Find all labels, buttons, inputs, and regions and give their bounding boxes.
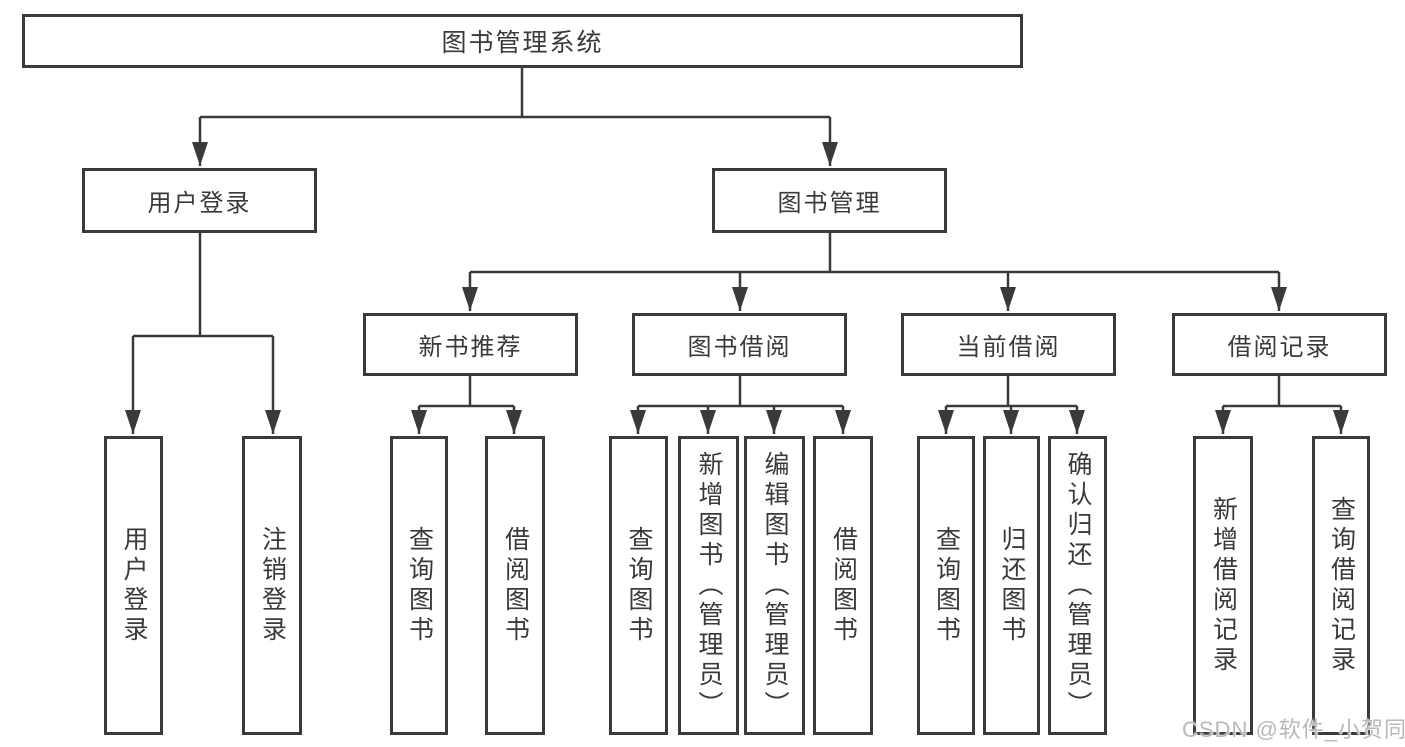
node-query-books-current: 查询图书 [917, 436, 975, 735]
node-library-management-system: 图书管理系统 [22, 14, 1023, 68]
node-borrow-books-recommend: 借阅图书 [485, 436, 545, 735]
node-edit-books-admin: 编辑图书（管理员） [744, 436, 805, 735]
node-borrowing-records: 借阅记录 [1172, 313, 1387, 376]
node-book-management: 图书管理 [712, 168, 947, 233]
node-current-borrowing: 当前借阅 [901, 313, 1116, 376]
node-add-books-admin: 新增图书（管理员） [678, 436, 739, 735]
node-query-books-borrow: 查询图书 [609, 436, 668, 735]
node-borrow-books-action: 借阅图书 [813, 436, 873, 735]
node-new-book-recommendation: 新书推荐 [363, 313, 578, 376]
node-return-books: 归还图书 [983, 436, 1040, 735]
node-user-login: 用户登录 [82, 168, 317, 233]
node-query-books-recommend: 查询图书 [390, 436, 448, 735]
csdn-watermark: CSDN @软件_小贺同学 [1182, 717, 1405, 742]
node-query-borrow-record: 查询借阅记录 [1312, 436, 1370, 735]
node-book-borrowing: 图书借阅 [632, 313, 847, 376]
node-confirm-return-admin: 确认归还（管理员） [1048, 436, 1107, 735]
node-logout-action: 注销登录 [242, 436, 302, 735]
node-add-borrow-record: 新增借阅记录 [1193, 436, 1253, 735]
node-user-login-action: 用户登录 [104, 436, 163, 735]
